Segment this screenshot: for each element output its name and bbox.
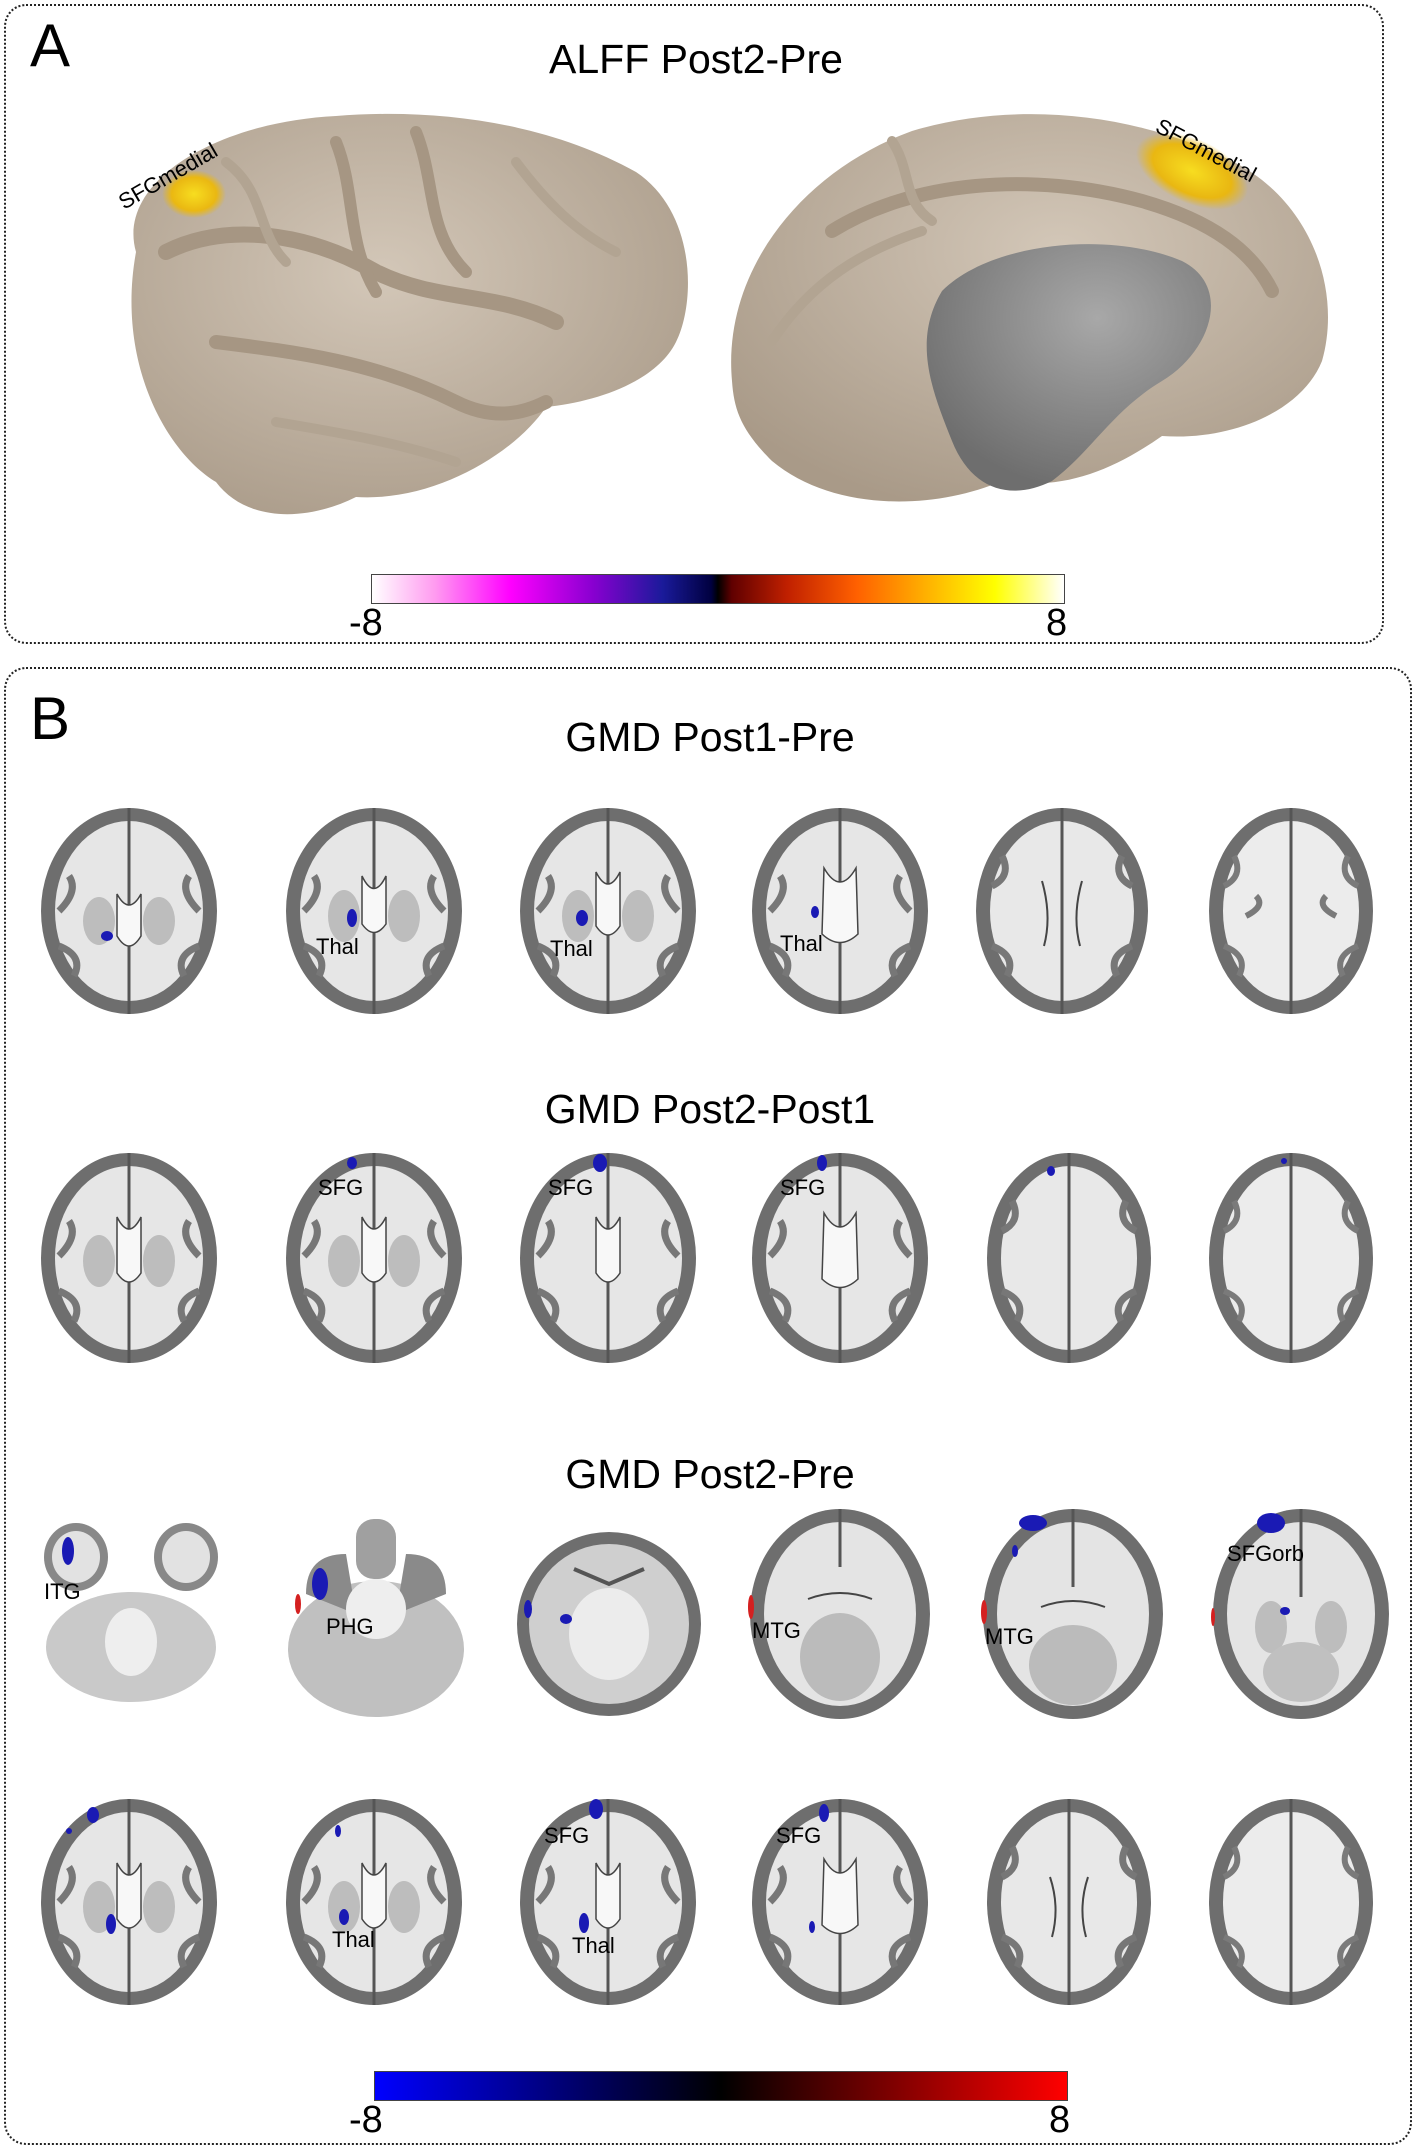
cluster-r3-6a <box>1257 1513 1285 1533</box>
cluster-r4-3a <box>589 1799 603 1819</box>
cluster-r3-5a <box>1019 1515 1047 1531</box>
panel-b-colorbar <box>374 2071 1068 2101</box>
cluster-r2-3 <box>593 1154 607 1172</box>
label-r1-3: Thal <box>550 936 593 961</box>
slice-r4-2: Thal <box>286 1799 462 2005</box>
cluster-r3-6b <box>1280 1607 1290 1615</box>
label-r1-4: Thal <box>780 931 823 956</box>
slice-r3-4: MTG <box>748 1509 930 1719</box>
label-r2-2: SFG <box>318 1175 363 1200</box>
slice-r1-3: Thal <box>520 808 696 1014</box>
sublabel-r4-3: Thal <box>572 1933 615 1958</box>
slice-r3-3 <box>517 1532 701 1716</box>
slice-r1-2: Thal <box>286 808 462 1014</box>
cluster-r2-4 <box>817 1155 827 1171</box>
panel-a-colorbar-min: -8 <box>349 602 383 644</box>
slice-r2-6 <box>1209 1153 1373 1363</box>
slice-r3-6: SFGorb <box>1211 1509 1389 1719</box>
label-r3-5: MTG <box>985 1624 1034 1649</box>
slice-r1-1 <box>41 808 217 1014</box>
label-r3-6: SFGorb <box>1227 1541 1304 1566</box>
cluster-r4-1a <box>87 1807 99 1823</box>
cluster-r1-1 <box>101 931 113 941</box>
label-r2-4: SFG <box>780 1175 825 1200</box>
panel-a-title: ALFF Post2-Pre <box>549 36 843 82</box>
slice-r1-5 <box>976 808 1148 1014</box>
panel-a-colorbar-max: 8 <box>1046 602 1068 644</box>
slice-r2-4: SFG <box>752 1153 928 1363</box>
panel-letter-a: A <box>30 12 71 79</box>
cluster-r1-4 <box>811 906 819 918</box>
panel-letter-b: B <box>30 685 71 752</box>
cluster-r1-3 <box>576 910 588 926</box>
label-r4-3: SFG <box>544 1823 589 1848</box>
slice-r4-4: SFG <box>752 1799 928 2005</box>
cluster-r3-3a <box>524 1600 532 1618</box>
panel-b: B GMD Post1-Pre GMD Post2-Post1 GMD Post… <box>4 667 1412 2145</box>
cluster-r3-2a <box>312 1568 328 1600</box>
cluster-r3-5b <box>1012 1545 1018 1557</box>
cluster-r4-3b <box>579 1913 589 1933</box>
sfgmedial-activation-lateral <box>162 170 226 218</box>
slice-r2-5 <box>987 1153 1151 1363</box>
slice-r1-6 <box>1209 808 1373 1014</box>
slice-r4-6 <box>1209 1799 1373 2005</box>
panel-b-colorbar-min: -8 <box>349 2099 383 2141</box>
slice-r1-4: Thal <box>752 808 928 1014</box>
label-r2-3: SFG <box>548 1175 593 1200</box>
slice-r2-2: SFG <box>286 1153 462 1363</box>
label-r4-4: SFG <box>776 1823 821 1848</box>
cluster-r3-1 <box>62 1537 74 1565</box>
label-r3-1: ITG <box>44 1579 81 1604</box>
cluster-r4-2b <box>339 1909 349 1925</box>
label-r3-2: PHG <box>326 1614 374 1639</box>
panel-a-colorbar <box>371 574 1065 604</box>
cluster-r3-2b <box>295 1594 301 1614</box>
label-r4-2: Thal <box>332 1927 375 1952</box>
slice-r3-2: PHG <box>288 1519 464 1717</box>
cluster-r2-5 <box>1047 1166 1055 1176</box>
slice-r3-5: MTG <box>981 1509 1163 1719</box>
cluster-r3-6c <box>1211 1608 1215 1626</box>
slice-r2-3: SFG <box>520 1153 696 1363</box>
slice-r4-1 <box>41 1799 217 2005</box>
slice-r2-1 <box>41 1153 217 1363</box>
row2-title: GMD Post2-Post1 <box>544 1086 876 1132</box>
cluster-r1-2 <box>347 909 357 927</box>
row1-title: GMD Post1-Pre <box>565 714 855 760</box>
cluster-r3-3b <box>560 1614 572 1624</box>
cluster-r2-2 <box>347 1157 357 1169</box>
lateral-cortex-surface: SFGmedial <box>114 113 688 515</box>
cluster-r3-4 <box>748 1595 754 1619</box>
medial-cortex-surface: SFGmedial <box>731 113 1328 502</box>
label-r1-2: Thal <box>316 934 359 959</box>
label-r3-4: MTG <box>752 1618 801 1643</box>
panel-b-colorbar-max: 8 <box>1049 2099 1071 2141</box>
slice-r4-5 <box>987 1799 1151 2005</box>
cluster-r2-6 <box>1281 1158 1287 1164</box>
slice-r4-3: SFG Thal <box>520 1799 696 2005</box>
cluster-r4-4a <box>819 1804 829 1822</box>
cluster-r4-1c <box>106 1914 116 1934</box>
row3-title: GMD Post2-Pre <box>565 1451 855 1497</box>
cluster-r4-4b <box>809 1921 815 1933</box>
slice-r3-1: ITG <box>44 1523 218 1702</box>
cluster-r4-1b <box>66 1828 72 1834</box>
sfgmedial-activation-medial <box>1135 132 1249 210</box>
cluster-r3-5c <box>981 1600 987 1624</box>
panel-a: A ALFF Post2-Pre SFGmedial <box>4 4 1384 644</box>
cluster-r4-2a <box>335 1825 341 1837</box>
